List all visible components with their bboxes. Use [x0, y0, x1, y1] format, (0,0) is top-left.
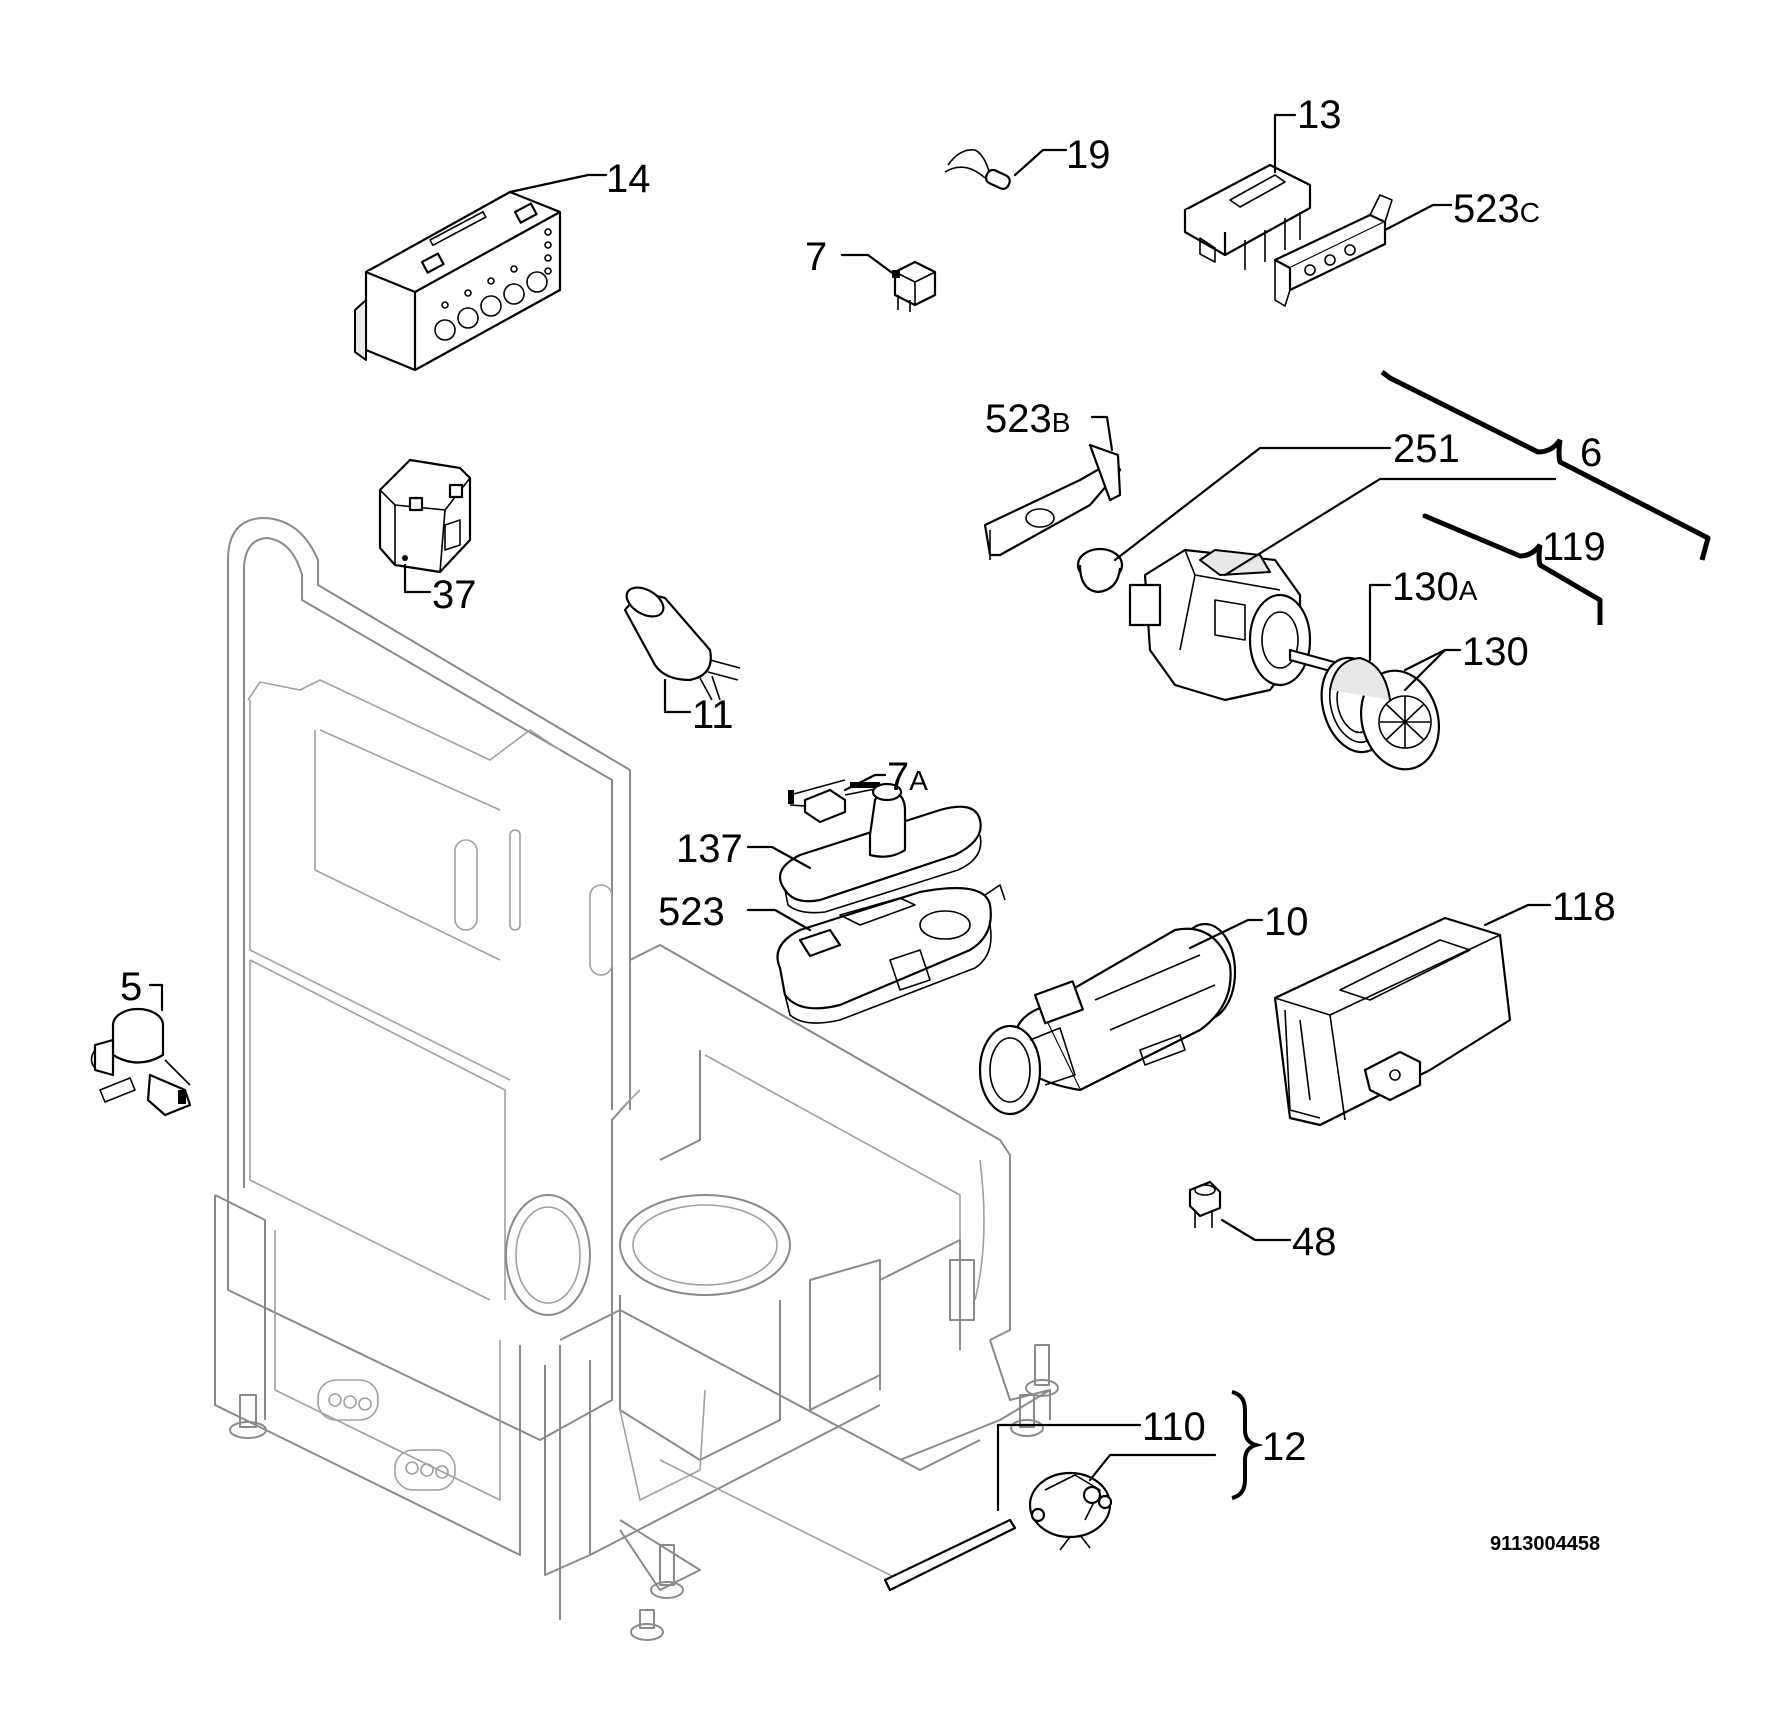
- part-6-pump-motor: [1128, 548, 1347, 702]
- label-118: 118: [1552, 885, 1616, 929]
- label-7a: 7A: [887, 755, 928, 799]
- part-7-microswitch: [892, 260, 937, 312]
- label-6: 6: [1580, 431, 1602, 475]
- label-523c-number: 523: [1453, 187, 1520, 231]
- part-13-switch-module: [1183, 163, 1312, 270]
- part-14-control-board: [354, 190, 562, 372]
- part-48-sensor: [1188, 1180, 1222, 1228]
- label-14: 14: [606, 157, 651, 201]
- part-523c-bracket: [1273, 194, 1393, 307]
- dishwasher-cabinet-frame: [214, 517, 1059, 1641]
- part-labels: 14 19 13 523C 7 523B 251 6 119 130A 130 …: [120, 93, 1616, 1555]
- part-12-pressure-switch: [883, 1471, 1113, 1592]
- part-137-cover: [778, 782, 982, 914]
- part-5-valve: [90, 1007, 192, 1117]
- part-11-capacitor: [623, 586, 741, 701]
- label-523c: 523C: [1453, 187, 1540, 231]
- label-523b: 523B: [985, 397, 1070, 441]
- part-10-heater: [978, 922, 1237, 1116]
- label-119: 119: [1542, 525, 1606, 569]
- label-37: 37: [432, 573, 477, 617]
- part-118-dispenser: [1273, 916, 1512, 1127]
- label-48: 48: [1292, 1220, 1337, 1264]
- part-37-module: [378, 458, 472, 574]
- label-11: 11: [692, 693, 734, 737]
- part-130-impeller: [1320, 656, 1441, 771]
- part-7a-switch: [788, 779, 881, 824]
- leader-lines: [148, 113, 1557, 1512]
- label-19: 19: [1066, 133, 1111, 177]
- label-251: 251: [1393, 427, 1460, 471]
- label-523c-suffix: C: [1520, 197, 1540, 228]
- label-130a: 130A: [1392, 565, 1478, 609]
- label-13: 13: [1297, 93, 1342, 137]
- label-130a-suffix: A: [1459, 575, 1478, 606]
- label-7a-suffix: A: [909, 765, 928, 796]
- label-10: 10: [1264, 900, 1309, 944]
- label-523: 523: [658, 890, 725, 934]
- drawing-code: 9113004458: [1490, 1533, 1600, 1555]
- label-7: 7: [805, 235, 827, 279]
- part-523b-bracket: [983, 443, 1122, 560]
- label-7a-number: 7: [887, 755, 909, 799]
- label-130: 130: [1462, 630, 1529, 674]
- label-110: 110: [1142, 1405, 1206, 1449]
- group-braces: [1231, 370, 1711, 1500]
- part-19-sensor: [944, 148, 1011, 190]
- part-251-plug: [1076, 547, 1124, 594]
- label-12: 12: [1262, 1425, 1307, 1469]
- label-137: 137: [676, 827, 743, 871]
- label-523b-number: 523: [985, 397, 1052, 441]
- label-523b-suffix: B: [1052, 407, 1071, 438]
- part-523-holder: [776, 884, 1006, 1024]
- label-5: 5: [120, 965, 142, 1009]
- label-130a-number: 130: [1392, 565, 1459, 609]
